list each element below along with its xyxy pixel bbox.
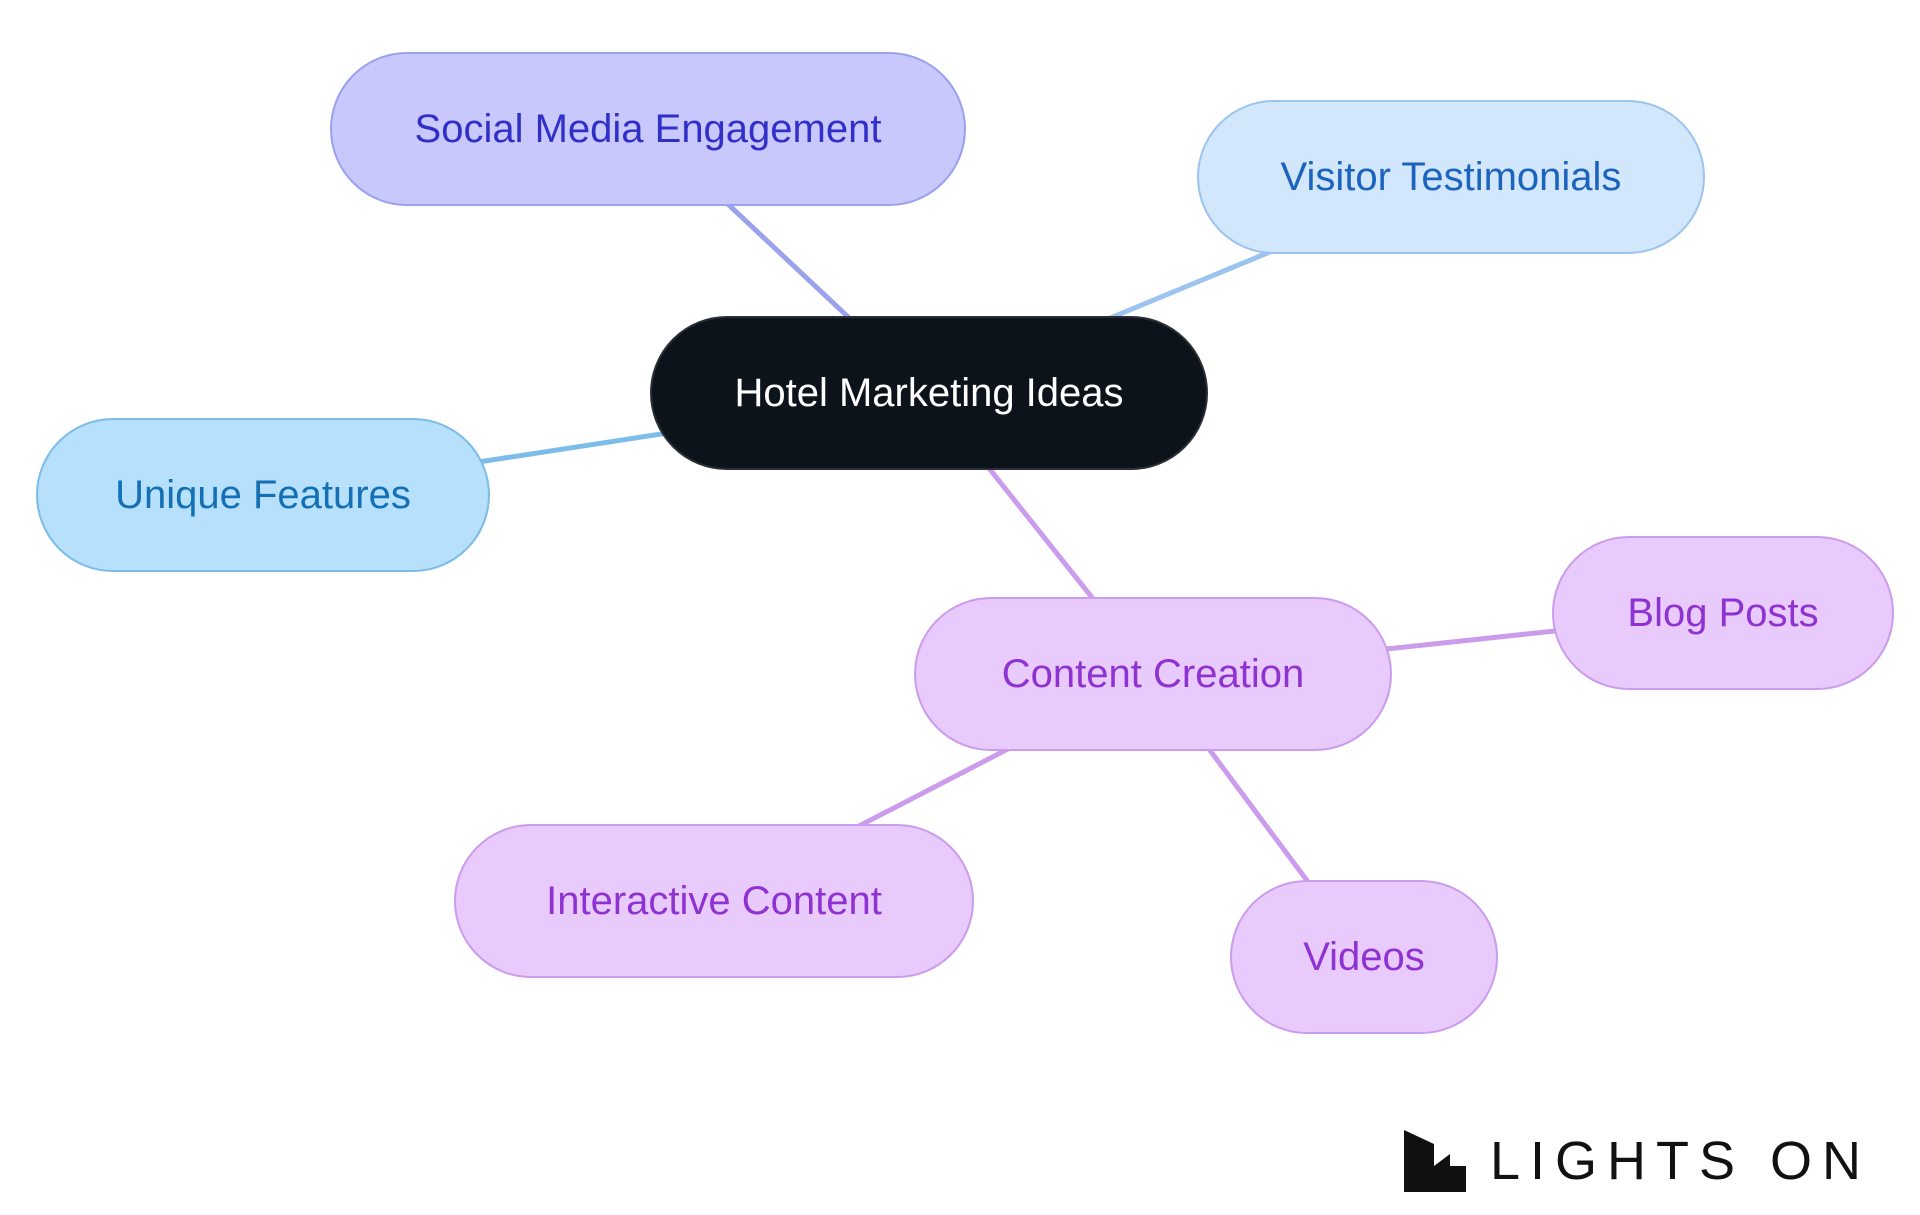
logo-wordmark: LIGHTS ON: [1490, 1131, 1872, 1191]
node-label: Social Media Engagement: [414, 106, 882, 151]
lights-on-logo: LIGHTS ON: [1404, 1130, 1871, 1192]
node-label: Content Creation: [1001, 651, 1305, 696]
node-interactive-content: Interactive Content: [454, 824, 974, 978]
node-label: Interactive Content: [546, 878, 882, 923]
node-label: Hotel Marketing Ideas: [734, 370, 1124, 415]
node-visitor-testimonials: Visitor Testimonials: [1197, 100, 1705, 254]
lights-on-logo-icon: [1404, 1130, 1466, 1192]
node-label: Videos: [1303, 934, 1425, 979]
node-social-media-engagement: Social Media Engagement: [330, 52, 966, 206]
node-label: Blog Posts: [1627, 590, 1819, 635]
node-blog-posts: Blog Posts: [1552, 536, 1894, 690]
node-label: Unique Features: [115, 472, 411, 517]
node-content-creation: Content Creation: [914, 597, 1392, 751]
node-label: Visitor Testimonials: [1280, 154, 1622, 199]
node-unique-features: Unique Features: [36, 418, 490, 572]
root-node-hotel-marketing-ideas: Hotel Marketing Ideas: [650, 316, 1208, 470]
node-videos: Videos: [1230, 880, 1498, 1034]
